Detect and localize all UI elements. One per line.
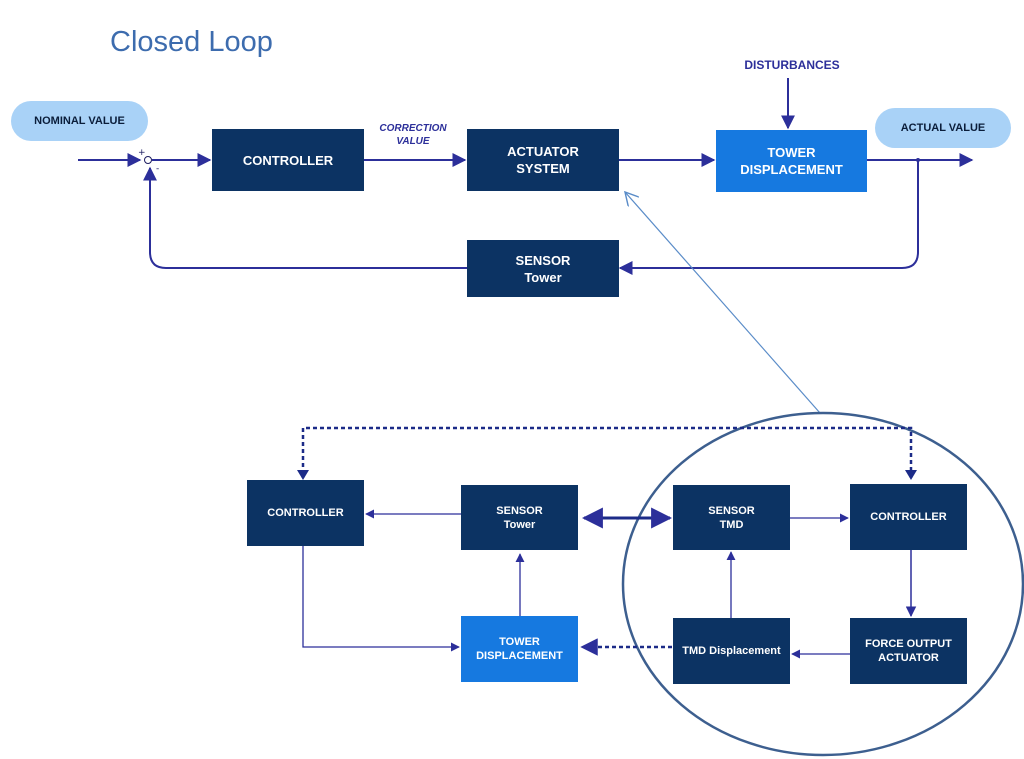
sensor-to-junction-line: [143, 166, 467, 269]
detail-sensor-tower-box: SENSOR Tower: [461, 485, 578, 550]
sensor-tower-line-1: SENSOR: [515, 252, 571, 268]
tower-displacement-line-2: DISPLACEMENT: [740, 162, 843, 177]
dashed-top-link-arrowheads: [297, 470, 917, 480]
actuator-system-line-1: ACTUATOR: [507, 144, 579, 159]
detail-force-output-line-1: FORCE OUTPUT: [865, 638, 952, 650]
controller-box: CONTROLLER: [212, 129, 364, 191]
nominal-value-label: NOMINAL VALUE: [11, 101, 148, 141]
detail-controller-right-label: CONTROLLER: [870, 511, 947, 523]
correction-value-label: CORRECTION VALUE: [367, 122, 459, 148]
sensor-tower-box: SENSOR Tower: [467, 240, 619, 297]
actuator-system-box: ACTUATOR SYSTEM: [467, 129, 619, 191]
summing-junction: [144, 156, 152, 164]
detail-controller-left-label: CONTROLLER: [267, 507, 344, 519]
sensor-tower-line-2: Tower: [524, 269, 562, 285]
controller-to-tower-line: [302, 546, 460, 652]
minus-sign: -: [156, 164, 160, 174]
feedback-to-sensor-line: [618, 160, 919, 275]
detail-tower-displacement-line-1: TOWER: [499, 636, 540, 648]
callout-line: [625, 192, 821, 414]
actuator-system-line-2: SYSTEM: [516, 161, 570, 176]
detail-controller-left-box: CONTROLLER: [247, 480, 364, 546]
controller-box-label: CONTROLLER: [242, 152, 334, 168]
tower-displacement-line-1: TOWER: [767, 145, 816, 160]
detail-controller-right-box: CONTROLLER: [850, 484, 967, 550]
detail-sensor-tower-line-2: Tower: [503, 518, 536, 531]
tmd-subsystem-ellipse: [621, 411, 1024, 757]
detail-tmd-displacement-box: TMD Displacement: [673, 618, 790, 684]
detail-sensor-tmd-line-1: SENSOR: [708, 504, 755, 517]
detail-sensor-tmd-box: SENSOR TMD: [673, 485, 790, 550]
dashed-top-link: [301, 426, 913, 478]
correction-value-line-2: VALUE: [396, 136, 430, 147]
detail-tower-displacement-line-2: DISPLACEMENT: [476, 650, 563, 662]
plus-sign: +: [138, 148, 146, 158]
detail-tmd-displacement-label: TMD Displacement: [682, 645, 781, 657]
page-title: Closed Loop: [110, 26, 273, 58]
actual-value-label: ACTUAL VALUE: [875, 108, 1011, 148]
detail-sensor-tower-line-1: SENSOR: [496, 504, 543, 517]
disturbances-label: DISTURBANCES: [744, 58, 840, 72]
detail-force-output-line-2: ACTUATOR: [878, 652, 939, 664]
tower-displacement-box: TOWER DISPLACEMENT: [716, 130, 867, 192]
correction-value-line-1: CORRECTION: [379, 123, 447, 134]
detail-force-output-actuator-box: FORCE OUTPUT ACTUATOR: [850, 618, 967, 684]
detail-sensor-tmd-line-2: TMD: [719, 518, 744, 531]
detail-tower-displacement-box: TOWER DISPLACEMENT: [461, 616, 578, 682]
